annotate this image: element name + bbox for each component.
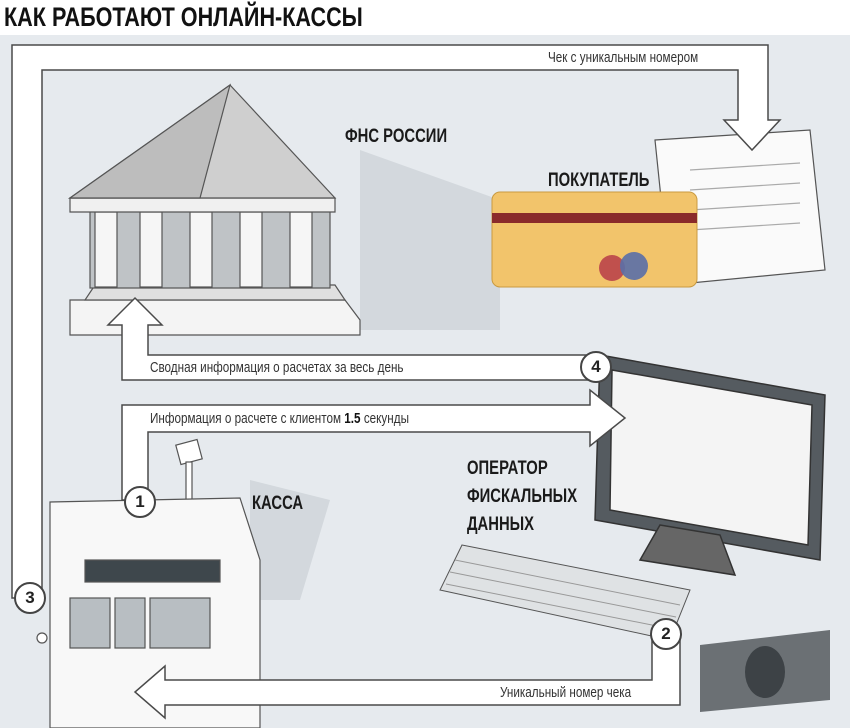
info-flow-label: Информация о расчете с клиентом 1.5 секу… <box>150 410 409 427</box>
buyer-label: ПОКУПАТЕЛЬ <box>548 170 650 191</box>
fns-building-icon <box>68 83 361 336</box>
unique-number-flow-label: Уникальный номер чека <box>500 684 632 701</box>
ofd-label-line3: ДАННЫХ <box>467 514 535 535</box>
fns-label: ФНС РОССИИ <box>345 126 448 147</box>
info-flow-arrow <box>121 388 627 501</box>
info-suffix: секунды <box>363 410 409 427</box>
summary-flow-label: Сводная информация о расчетах за весь де… <box>150 359 404 376</box>
receipt-flow-label: Чек с уникальным номером <box>548 49 699 66</box>
step-3-badge: 3 <box>14 582 46 614</box>
ofd-label-line1: ОПЕРАТОР <box>467 458 548 479</box>
mouse-pad-icon <box>700 630 830 712</box>
info-prefix: Информация о расчете с клиентом <box>150 410 342 427</box>
register-shadow <box>250 480 330 600</box>
register-label: КАССА <box>252 493 304 514</box>
ofd-label-line2: ФИСКАЛЬНЫХ <box>467 486 578 507</box>
ofd-label: ОПЕРАТОР ФИСКАЛЬНЫХ ДАННЫХ <box>467 455 577 539</box>
cash-register-icon <box>36 438 261 728</box>
step-2-badge: 2 <box>650 618 682 650</box>
step-4-badge: 4 <box>580 351 612 383</box>
bank-card-icon <box>491 191 698 288</box>
unique-number-flow-arrow <box>133 632 681 720</box>
summary-flow-arrow <box>106 296 601 381</box>
building-shadow <box>360 150 500 330</box>
info-value: 1.5 <box>344 410 361 427</box>
page-title: КАК РАБОТАЮТ ОНЛАЙН-КАССЫ <box>4 2 363 32</box>
monitor-icon <box>594 354 826 576</box>
step-1-badge: 1 <box>124 486 156 518</box>
receipt-flow-arrow <box>11 44 782 599</box>
